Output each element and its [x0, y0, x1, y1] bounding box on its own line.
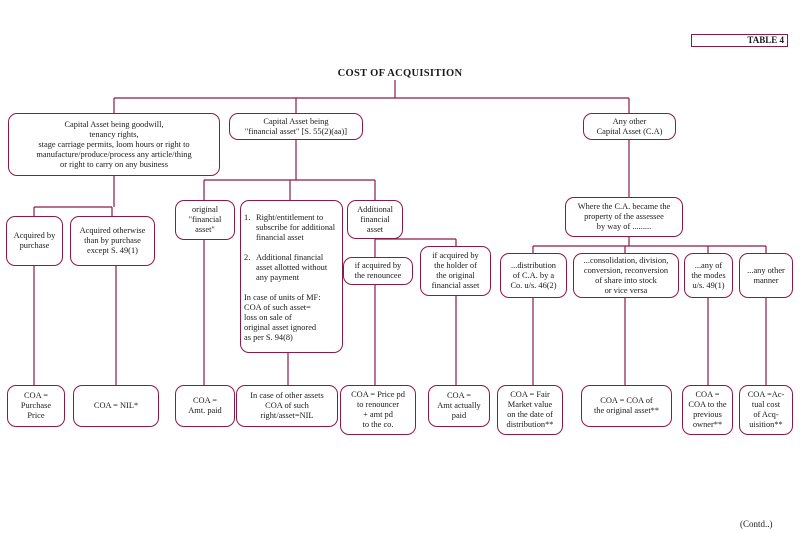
continued-note: (Contd..): [740, 519, 773, 529]
consolidation-box: ...consolidation, division, conversion, …: [573, 253, 679, 298]
rights-list-item-1: 1.Right/entitlement to subscribe for add…: [244, 213, 336, 242]
table-tag: TABLE 4: [691, 34, 788, 47]
rights-entitlement-box: 1.Right/entitlement to subscribe for add…: [240, 200, 343, 353]
result-coa-previous-owner: COA = COA to the previous owner**: [682, 385, 733, 435]
acquired-otherwise-box: Acquired otherwise than by purchase exce…: [70, 216, 155, 266]
result-price-paid-renouncer: COA = Price pd to renouncer + amt pd to …: [340, 385, 416, 435]
where-ca-became-property-box: Where the C.A. became the property of th…: [565, 197, 683, 237]
result-amt-paid: COA = Amt. paid: [175, 385, 235, 427]
financial-asset-box: Capital Asset being "financial asset" [S…: [229, 113, 363, 140]
rights-list: 1.Right/entitlement to subscribe for add…: [244, 203, 339, 293]
modes-49-1-box: ...any of the modes u/s. 49(1): [684, 253, 733, 298]
acquired-by-purchase-box: Acquired by purchase: [6, 216, 63, 266]
result-coa-original-asset: COA = COA of the original asset**: [581, 385, 672, 427]
other-capital-asset-box: Any other Capital Asset (C.A): [583, 113, 676, 140]
result-actual-cost: COA =Ac- tual cost of Acq- uisition**: [739, 385, 793, 435]
goodwill-asset-box: Capital Asset being goodwill, tenancy ri…: [8, 113, 220, 176]
rights-list-item-2: 2.Additional financial asset allotted wi…: [244, 253, 328, 282]
mutual-fund-note: In case of units of MF: COA of such asse…: [244, 293, 321, 342]
result-amt-actually-paid: COA = Amt actually paid: [428, 385, 490, 427]
result-fair-market-value: COA = Fair Market value on the date of d…: [497, 385, 563, 435]
any-other-manner-box: ...any other manner: [739, 253, 793, 298]
result-purchase-price: COA = Purchase Price: [7, 385, 65, 427]
distribution-box: ...distribution of C.A. by a Co. u/s. 46…: [500, 253, 567, 298]
additional-financial-asset-box: Additional financial asset: [347, 200, 403, 239]
acquired-by-holder-box: if acquired by the holder of the origina…: [420, 246, 491, 296]
result-other-assets-nil: In case of other assets COA of such righ…: [236, 385, 338, 427]
acquired-by-renouncee-box: if acquired by the renouncee: [343, 257, 413, 285]
diagram-title: COST OF ACQUISITION: [337, 68, 463, 79]
original-financial-asset-box: original "financial asset": [175, 200, 235, 240]
result-coa-nil: COA = NIL*: [73, 385, 159, 427]
